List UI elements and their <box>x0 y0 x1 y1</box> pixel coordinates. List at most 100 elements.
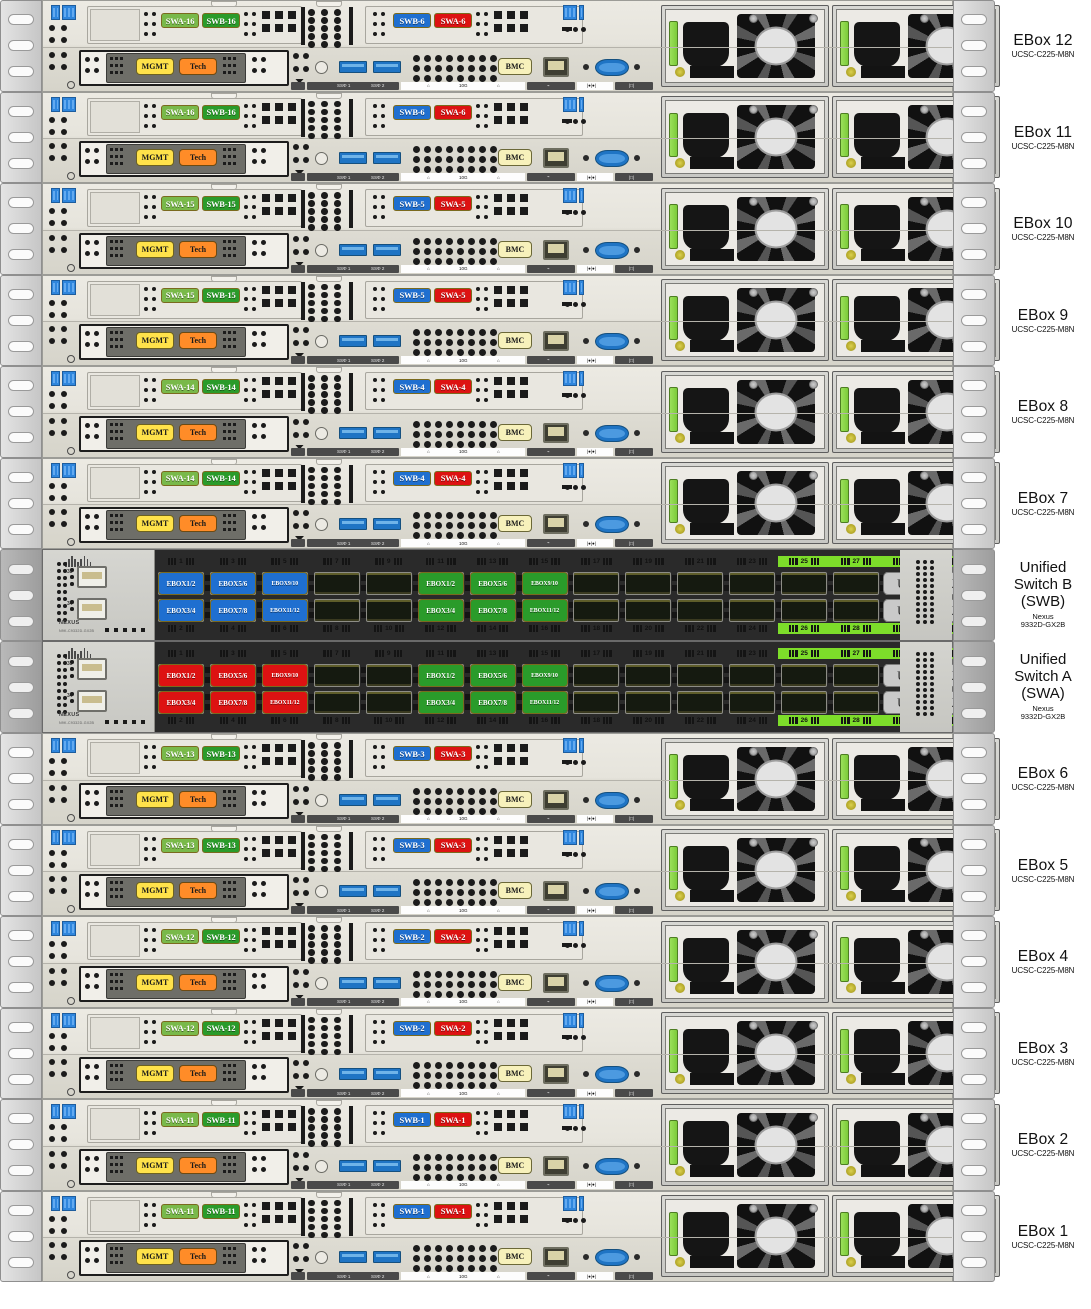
psu-release-handle[interactable] <box>840 112 849 158</box>
qsfp-cage[interactable] <box>781 572 828 595</box>
qsfp-cage[interactable] <box>677 599 724 622</box>
qsfp-cage[interactable] <box>781 599 828 622</box>
qsfp-cage[interactable] <box>625 664 672 687</box>
usb-port-1[interactable] <box>339 335 367 348</box>
qsfp-cage[interactable] <box>625 599 672 622</box>
qsfp-cage[interactable] <box>573 599 620 622</box>
rj45-lan-port[interactable] <box>543 148 569 169</box>
usb-port-1[interactable] <box>339 152 367 165</box>
psu-release-handle[interactable] <box>840 204 849 249</box>
switch-mgmt-port-34[interactable] <box>77 690 107 712</box>
qsfp-cage[interactable] <box>573 691 620 714</box>
qsfp-cage[interactable] <box>625 691 672 714</box>
rj45-lan-port[interactable] <box>543 972 569 993</box>
psu-release-handle[interactable] <box>669 112 678 158</box>
power-button[interactable] <box>315 60 328 74</box>
power-button[interactable] <box>315 1068 328 1082</box>
usb-port-2[interactable] <box>373 335 401 348</box>
psu-release-handle[interactable] <box>840 295 849 341</box>
vga-port[interactable] <box>595 424 629 442</box>
qsfp-cage[interactable] <box>313 664 360 687</box>
vga-port[interactable] <box>595 1066 629 1084</box>
usb-port-2[interactable] <box>373 793 401 806</box>
switch-mgmt-port-34[interactable] <box>77 598 107 620</box>
qsfp-cage[interactable] <box>365 664 412 687</box>
power-button[interactable] <box>315 885 328 899</box>
qsfp-cage[interactable] <box>365 691 412 714</box>
qsfp-cage[interactable] <box>625 572 672 595</box>
vga-port[interactable] <box>595 974 629 992</box>
qsfp-cage[interactable] <box>729 572 776 595</box>
qsfp-cage[interactable] <box>677 691 724 714</box>
power-button[interactable] <box>315 243 328 257</box>
usb-port-1[interactable] <box>339 426 367 439</box>
usb-port-2[interactable] <box>373 1251 401 1264</box>
usb-port-1[interactable] <box>339 793 367 806</box>
psu-release-handle[interactable] <box>669 295 678 341</box>
rj45-lan-port[interactable] <box>543 789 569 810</box>
qsfp-cage[interactable] <box>729 664 776 687</box>
rj45-lan-port[interactable] <box>543 881 569 902</box>
qsfp-cage[interactable] <box>729 599 776 622</box>
rj45-lan-port[interactable] <box>543 1155 569 1176</box>
usb-port-1[interactable] <box>339 885 367 898</box>
qsfp-cage[interactable] <box>573 664 620 687</box>
rj45-lan-port[interactable] <box>543 1247 569 1268</box>
qsfp-cage[interactable] <box>365 599 412 622</box>
vga-port[interactable] <box>595 516 629 534</box>
power-button[interactable] <box>315 335 328 349</box>
qsfp-cage[interactable] <box>677 572 724 595</box>
usb-port-2[interactable] <box>373 518 401 531</box>
usb-port-2[interactable] <box>373 1068 401 1081</box>
qsfp-cage[interactable] <box>313 572 360 595</box>
qsfp-cage[interactable] <box>313 691 360 714</box>
rj45-lan-port[interactable] <box>543 331 569 352</box>
usb-port-2[interactable] <box>373 976 401 989</box>
rj45-lan-port[interactable] <box>543 56 569 77</box>
vga-port[interactable] <box>595 58 629 76</box>
usb-port-2[interactable] <box>373 1159 401 1172</box>
qsfp-cage[interactable] <box>781 691 828 714</box>
vga-port[interactable] <box>595 883 629 901</box>
vga-port[interactable] <box>595 791 629 809</box>
qsfp-cage[interactable] <box>365 572 412 595</box>
rj45-lan-port[interactable] <box>543 422 569 443</box>
switch-mgmt-port-33[interactable] <box>77 566 107 588</box>
power-button[interactable] <box>315 426 328 440</box>
qsfp-cage[interactable] <box>573 572 620 595</box>
qsfp-cage[interactable] <box>677 664 724 687</box>
rj45-lan-port[interactable] <box>543 239 569 260</box>
usb-port-1[interactable] <box>339 243 367 256</box>
qsfp-cage[interactable] <box>781 664 828 687</box>
qsfp-cage[interactable] <box>833 572 880 595</box>
usb-port-1[interactable] <box>339 1159 367 1172</box>
qsfp-cage[interactable] <box>833 691 880 714</box>
vga-port[interactable] <box>595 150 629 168</box>
vga-port[interactable] <box>595 1249 629 1267</box>
qsfp-cage[interactable] <box>833 599 880 622</box>
power-button[interactable] <box>315 1159 328 1173</box>
qsfp-cage[interactable] <box>833 664 880 687</box>
power-button[interactable] <box>315 1251 328 1265</box>
usb-port-1[interactable] <box>339 1068 367 1081</box>
usb-port-2[interactable] <box>373 243 401 256</box>
psu-release-handle[interactable] <box>669 204 678 249</box>
power-button[interactable] <box>315 152 328 166</box>
rj45-lan-port[interactable] <box>543 1064 569 1085</box>
qsfp-cage[interactable] <box>313 599 360 622</box>
usb-port-1[interactable] <box>339 60 367 73</box>
usb-port-2[interactable] <box>373 152 401 165</box>
psu-release-handle[interactable] <box>669 21 678 66</box>
qsfp-cage[interactable] <box>729 691 776 714</box>
vga-port[interactable] <box>595 1157 629 1175</box>
usb-port-2[interactable] <box>373 60 401 73</box>
power-button[interactable] <box>315 518 328 532</box>
usb-port-1[interactable] <box>339 518 367 531</box>
psu-release-handle[interactable] <box>669 387 678 432</box>
vga-port[interactable] <box>595 333 629 351</box>
switch-mgmt-port-33[interactable] <box>77 658 107 680</box>
usb-port-2[interactable] <box>373 885 401 898</box>
psu-release-handle[interactable] <box>840 21 849 66</box>
usb-port-1[interactable] <box>339 1251 367 1264</box>
power-button[interactable] <box>315 793 328 807</box>
